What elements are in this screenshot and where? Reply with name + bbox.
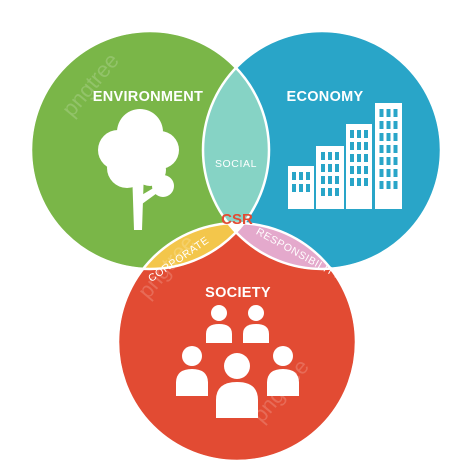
building-window [350, 130, 354, 138]
building-window [328, 176, 332, 184]
building-window [386, 133, 391, 141]
building-window [379, 145, 384, 153]
environment-title: ENVIRONMENT [93, 89, 203, 105]
building-window [393, 109, 398, 117]
building-window [393, 157, 398, 165]
building-window [393, 169, 398, 177]
building-window [364, 166, 368, 174]
building-window [299, 184, 303, 192]
building-window [357, 166, 361, 174]
society-circle-fill [119, 224, 355, 460]
building-window [364, 154, 368, 162]
building-window [335, 164, 339, 172]
building-window [335, 176, 339, 184]
building-window [386, 145, 391, 153]
building-window [386, 157, 391, 165]
building-window [379, 121, 384, 129]
building-window [364, 178, 368, 186]
building-window [321, 152, 325, 160]
building-window [364, 142, 368, 150]
building-window [357, 130, 361, 138]
building-window [357, 154, 361, 162]
building-window [306, 172, 310, 180]
building-window [328, 164, 332, 172]
buildings-icon [288, 103, 402, 209]
building-window [386, 181, 391, 189]
building-window [350, 166, 354, 174]
building-window [379, 133, 384, 141]
building-window [335, 188, 339, 196]
tree-icon [98, 109, 179, 230]
building-window [379, 181, 384, 189]
building-window [335, 152, 339, 160]
building-window [306, 184, 310, 192]
building-window [364, 130, 368, 138]
building-window [350, 154, 354, 162]
building-window [379, 157, 384, 165]
building-window [350, 142, 354, 150]
building-window [357, 178, 361, 186]
building-window [328, 152, 332, 160]
people-icon [176, 305, 299, 418]
economy-title: ECONOMY [286, 89, 363, 105]
building-window [350, 178, 354, 186]
building-window [393, 181, 398, 189]
society-title: SOCIETY [205, 285, 271, 301]
building-window [328, 188, 332, 196]
building-window [386, 109, 391, 117]
building-window [321, 164, 325, 172]
building-window [393, 121, 398, 129]
csr-label: CSR [221, 211, 253, 228]
building-window [379, 109, 384, 117]
building-window [321, 176, 325, 184]
building-window [292, 184, 296, 192]
building-window [386, 169, 391, 177]
building-window [393, 133, 398, 141]
building-window [393, 145, 398, 153]
building-window [379, 169, 384, 177]
building-window [321, 188, 325, 196]
building-window [386, 121, 391, 129]
building-window [299, 172, 303, 180]
building-windows [292, 109, 398, 196]
building-window [292, 172, 296, 180]
social-label: SOCIAL [215, 158, 257, 170]
building-window [357, 142, 361, 150]
